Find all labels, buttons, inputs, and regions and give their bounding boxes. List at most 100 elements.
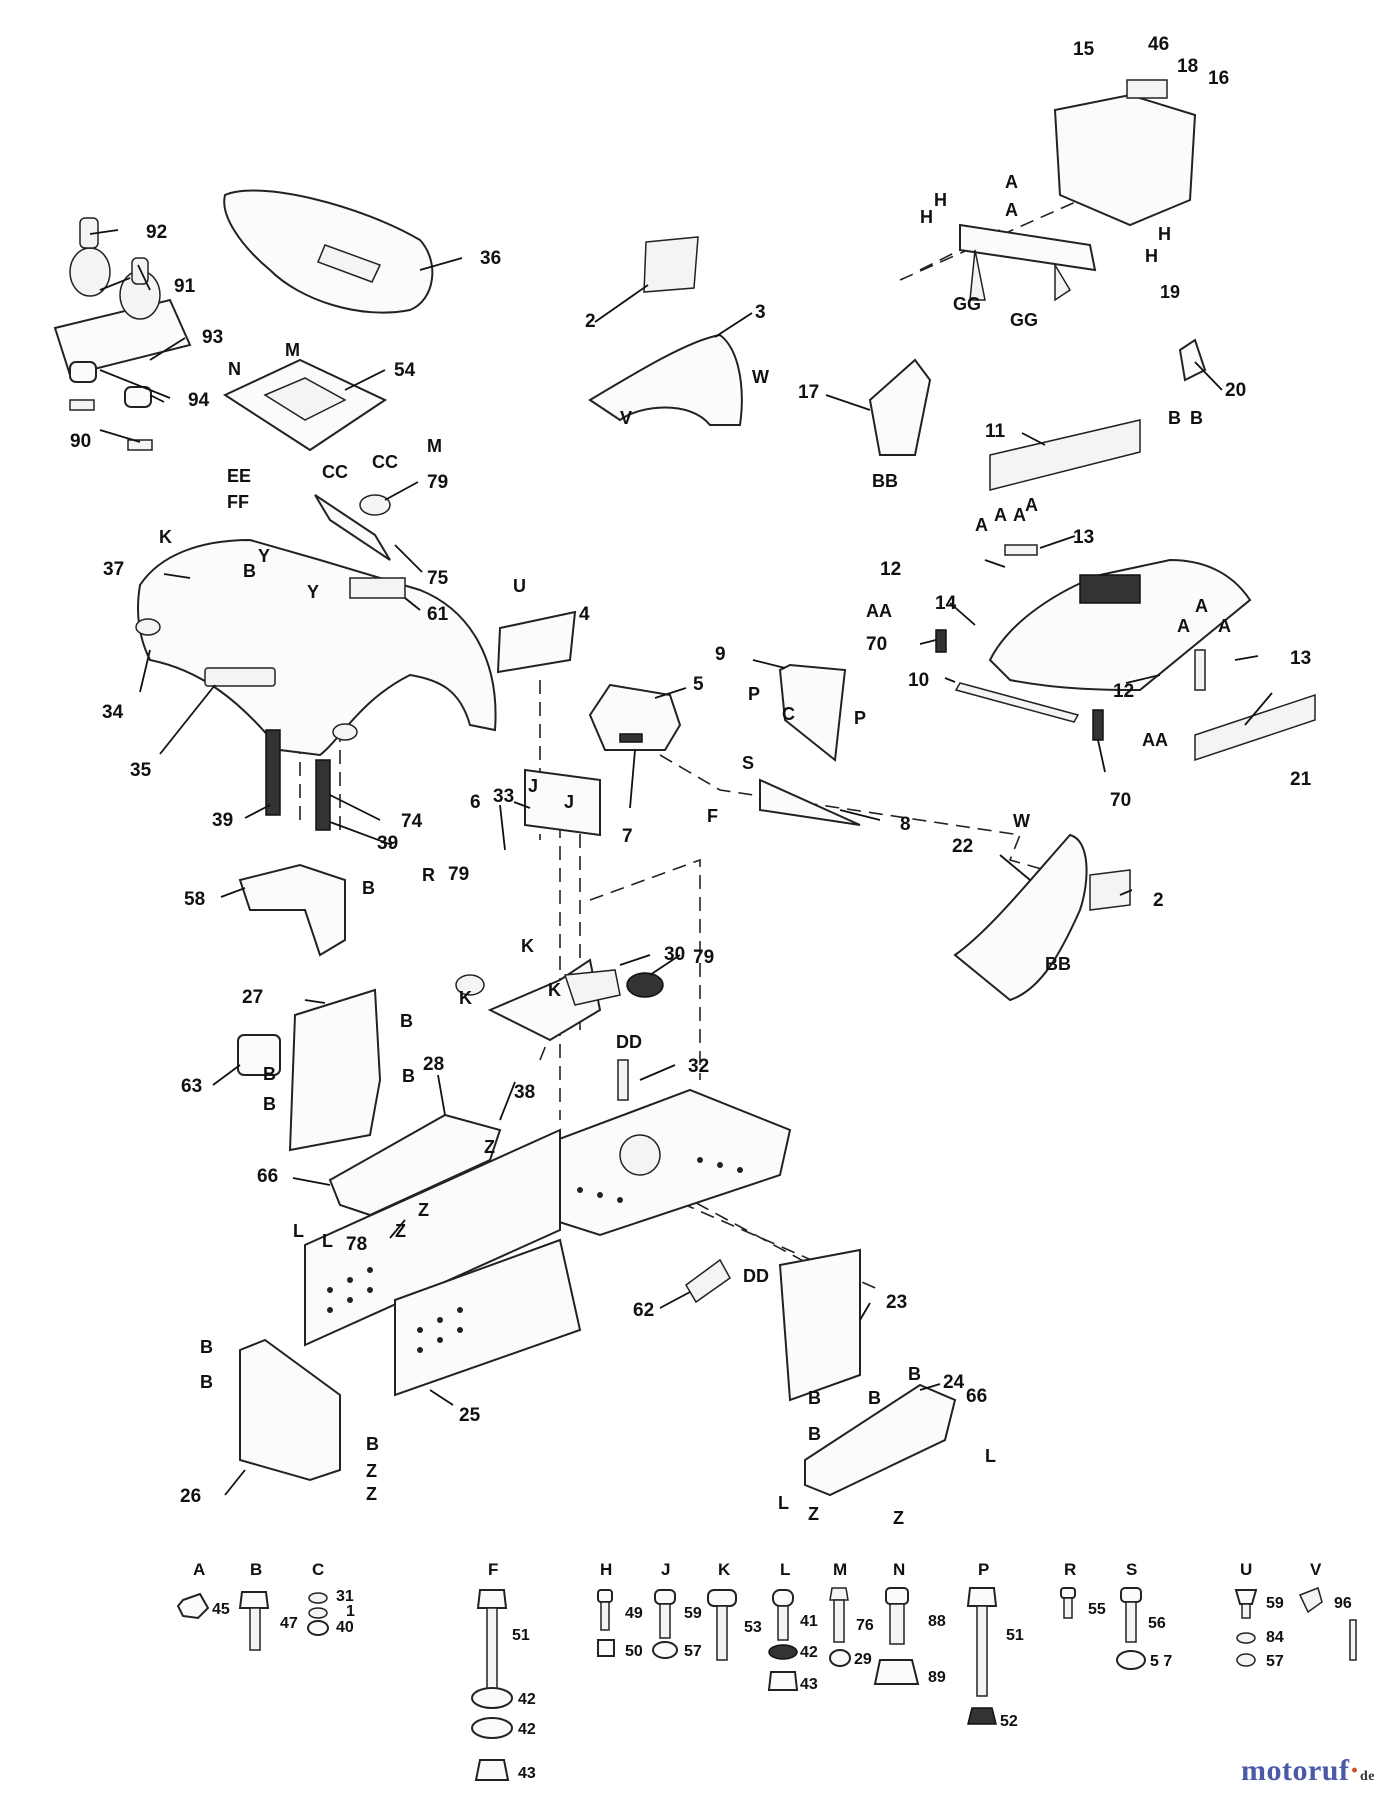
hw-letter: L: [780, 1560, 790, 1579]
callout: 34: [102, 702, 124, 723]
callout: 92: [146, 222, 167, 243]
screw-icon: [1234, 1589, 1258, 1605]
hw-num: 42: [518, 1691, 536, 1708]
clip-90a: [69, 399, 95, 411]
hw-num: 42: [518, 1721, 536, 1738]
ref-letter: B: [366, 1434, 379, 1454]
callout: 30: [664, 944, 685, 965]
hw-num: 43: [800, 1676, 818, 1693]
ref-letter: EE: [227, 466, 251, 486]
nut-icon: [829, 1649, 851, 1667]
callout: 13: [1290, 648, 1311, 669]
callout: 79: [693, 947, 714, 968]
ref-letter: GG: [1010, 310, 1038, 330]
hw-num: 59: [684, 1605, 702, 1622]
grille-bar-11: [989, 419, 1141, 491]
shroud-5: [588, 683, 682, 751]
ref-letter: Z: [808, 1504, 819, 1524]
ref-letter: Z: [418, 1200, 429, 1220]
hood-grille: [1079, 574, 1141, 604]
hw-letter: A: [193, 1560, 205, 1579]
ref-letter: B: [200, 1337, 213, 1357]
hw-num: 84: [1266, 1629, 1284, 1646]
callout: 22: [952, 836, 973, 857]
nut-left: [69, 361, 97, 383]
callout: 39: [212, 810, 233, 831]
hw-num: 89: [928, 1669, 946, 1686]
clip-icon: [829, 1587, 849, 1601]
ref-letter: L: [985, 1446, 996, 1466]
steering-column: [563, 969, 621, 1006]
callout: 25: [459, 1405, 481, 1426]
battery-box: [1053, 93, 1197, 227]
ref-letter: Z: [395, 1221, 406, 1241]
bracket-17: [868, 358, 932, 456]
callout: 79: [448, 864, 469, 885]
bolt-icon: [885, 1587, 909, 1605]
ref-letter: K: [548, 980, 561, 1000]
ref-letter: Y: [258, 546, 270, 566]
hw-num: 56: [1148, 1615, 1166, 1632]
callout: 14: [935, 593, 957, 614]
ref-letter: Z: [893, 1508, 904, 1528]
grille-bar-21: [1194, 693, 1316, 762]
nut-icon: [652, 1641, 678, 1659]
ref-letter: B: [400, 1011, 413, 1031]
washer-icon: [1236, 1632, 1256, 1644]
side-panel-3: [588, 333, 743, 426]
hw-letter: M: [833, 1560, 847, 1579]
hw-letter: F: [488, 1560, 498, 1579]
ref-letter: L: [322, 1231, 333, 1251]
bracket-32: [617, 1059, 629, 1101]
headlight-34: [135, 618, 161, 636]
washer-icon: [471, 1687, 513, 1709]
side-rail-front: [394, 1238, 582, 1397]
nut-icon: [873, 1659, 920, 1685]
callout: 18: [1177, 56, 1198, 77]
hw-num: 5 7: [1150, 1653, 1172, 1670]
ref-letter: H: [934, 190, 947, 210]
headlight-right: [332, 723, 358, 741]
ref-letter: BB: [1045, 954, 1071, 974]
ref-letter: S: [742, 753, 754, 773]
ref-letter: B: [263, 1094, 276, 1114]
watermark-name: motoruf: [1241, 1754, 1350, 1787]
ref-letter: Z: [366, 1461, 377, 1481]
hw-num: 31: [336, 1588, 354, 1605]
ref-letter: GG: [953, 294, 981, 314]
ref-letter: P: [748, 684, 760, 704]
bolt-icon: [654, 1589, 676, 1605]
callout: 23: [886, 1292, 907, 1313]
ref-letter: L: [778, 1493, 789, 1513]
spring-39-right: [315, 759, 331, 831]
hood-frame-19: [959, 223, 1097, 272]
ref-letter: A: [1025, 495, 1038, 515]
washer-icon: [308, 1592, 328, 1604]
callout: 4: [579, 604, 590, 625]
ref-letter: H: [920, 207, 933, 227]
ref-letter: M: [285, 340, 300, 360]
knob-79-left: [455, 974, 485, 996]
callout: 93: [202, 327, 223, 348]
panel-26: [239, 1338, 341, 1482]
nut-icon: [474, 1759, 510, 1781]
bolt-icon: [238, 1591, 270, 1609]
ref-letter: DD: [616, 1032, 642, 1052]
leader-lines: [89, 229, 1273, 1496]
ref-letter: CC: [372, 452, 398, 472]
ref-letter: Z: [366, 1484, 377, 1504]
nut-icon: [1236, 1653, 1256, 1667]
seat-pivot: [314, 494, 391, 561]
hw-letter: P: [978, 1560, 989, 1579]
ref-letter: A: [1218, 616, 1231, 636]
callout: 21: [1290, 769, 1312, 790]
frame-leg-left: [969, 249, 986, 301]
ref-letter: H: [1158, 224, 1171, 244]
callout: 15: [1073, 39, 1095, 60]
hw-num: 40: [336, 1619, 354, 1636]
washer-icon: [471, 1717, 513, 1739]
ref-letter: Y: [307, 582, 319, 602]
hw-num: 88: [928, 1613, 946, 1630]
callout: 27: [242, 987, 263, 1008]
callout: 61: [427, 604, 449, 625]
